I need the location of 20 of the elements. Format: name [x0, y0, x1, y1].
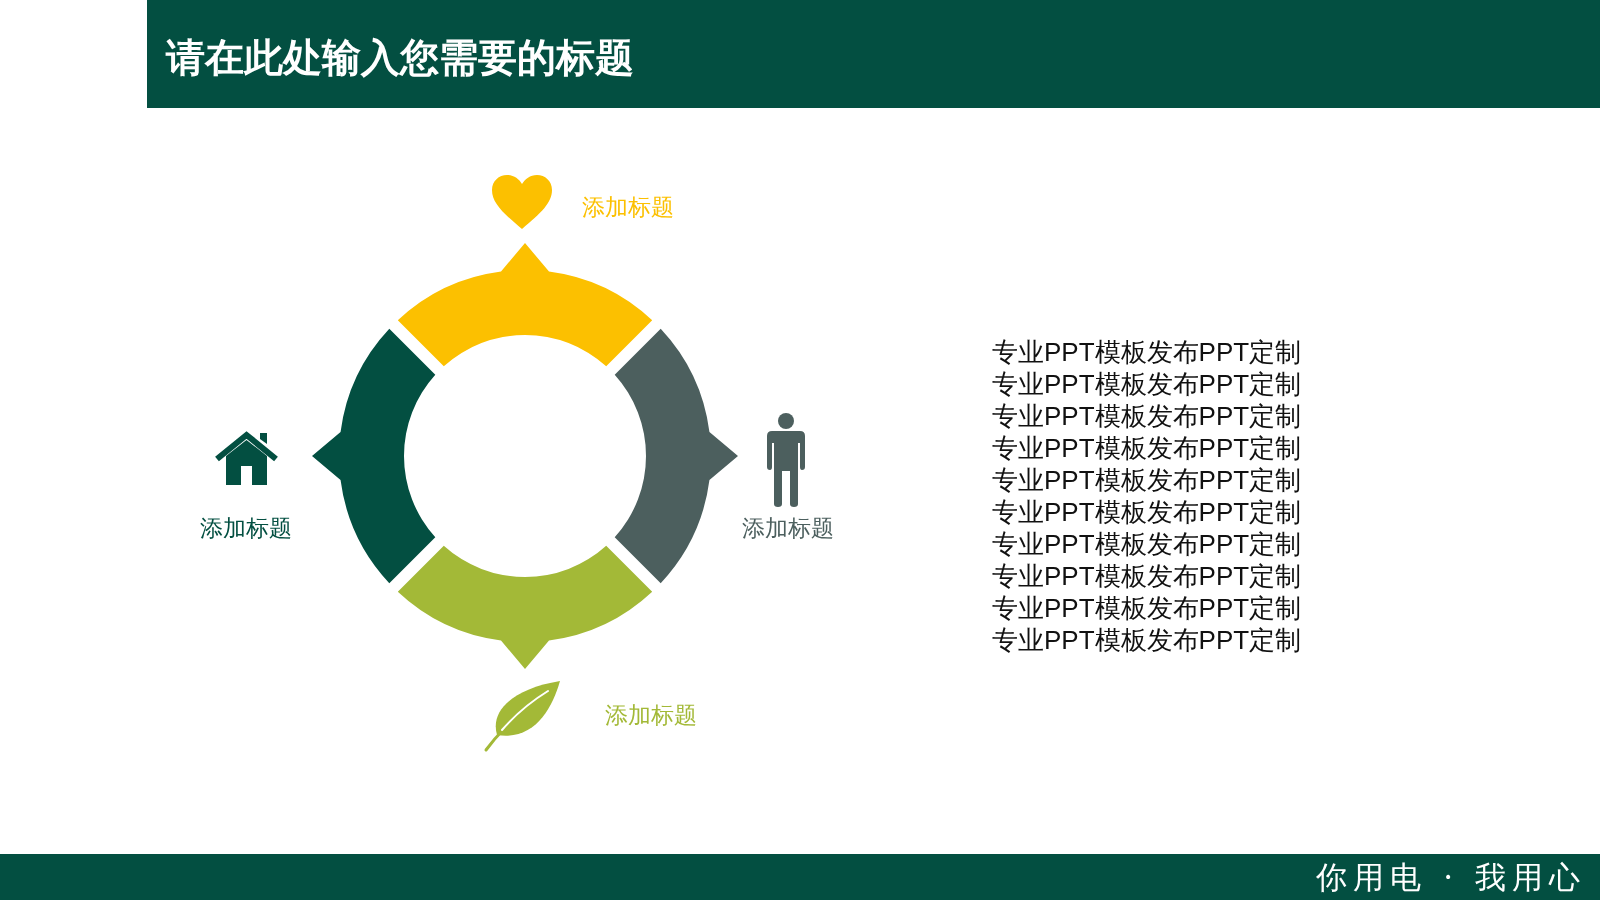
- body-text-line: 专业PPT模板发布PPT定制: [992, 624, 1302, 656]
- ring-segment: [397, 243, 653, 367]
- body-text-line: 专业PPT模板发布PPT定制: [992, 368, 1302, 400]
- slide-title: 请在此处输入您需要的标题: [166, 35, 634, 81]
- body-text-line: 专业PPT模板发布PPT定制: [992, 432, 1302, 464]
- body-text-line: 专业PPT模板发布PPT定制: [992, 560, 1302, 592]
- slogan-text: 你用电 · 我用心: [1316, 858, 1586, 897]
- segment-title: 添加标题: [582, 193, 674, 221]
- body-text-line: 专业PPT模板发布PPT定制: [992, 592, 1302, 624]
- body-text-line: 专业PPT模板发布PPT定制: [992, 496, 1302, 528]
- body-text-line: 专业PPT模板发布PPT定制: [992, 400, 1302, 432]
- segment-title: 添加标题: [742, 514, 834, 542]
- ring-segment: [397, 545, 653, 669]
- segment-title: 添加标题: [200, 514, 292, 542]
- body-text-line: 专业PPT模板发布PPT定制: [992, 464, 1302, 496]
- body-text-line: 专业PPT模板发布PPT定制: [992, 336, 1302, 368]
- segment-title: 添加标题: [605, 701, 697, 729]
- ring-segment: [614, 328, 738, 584]
- body-text-line: 专业PPT模板发布PPT定制: [992, 528, 1302, 560]
- ring-segment: [312, 328, 436, 584]
